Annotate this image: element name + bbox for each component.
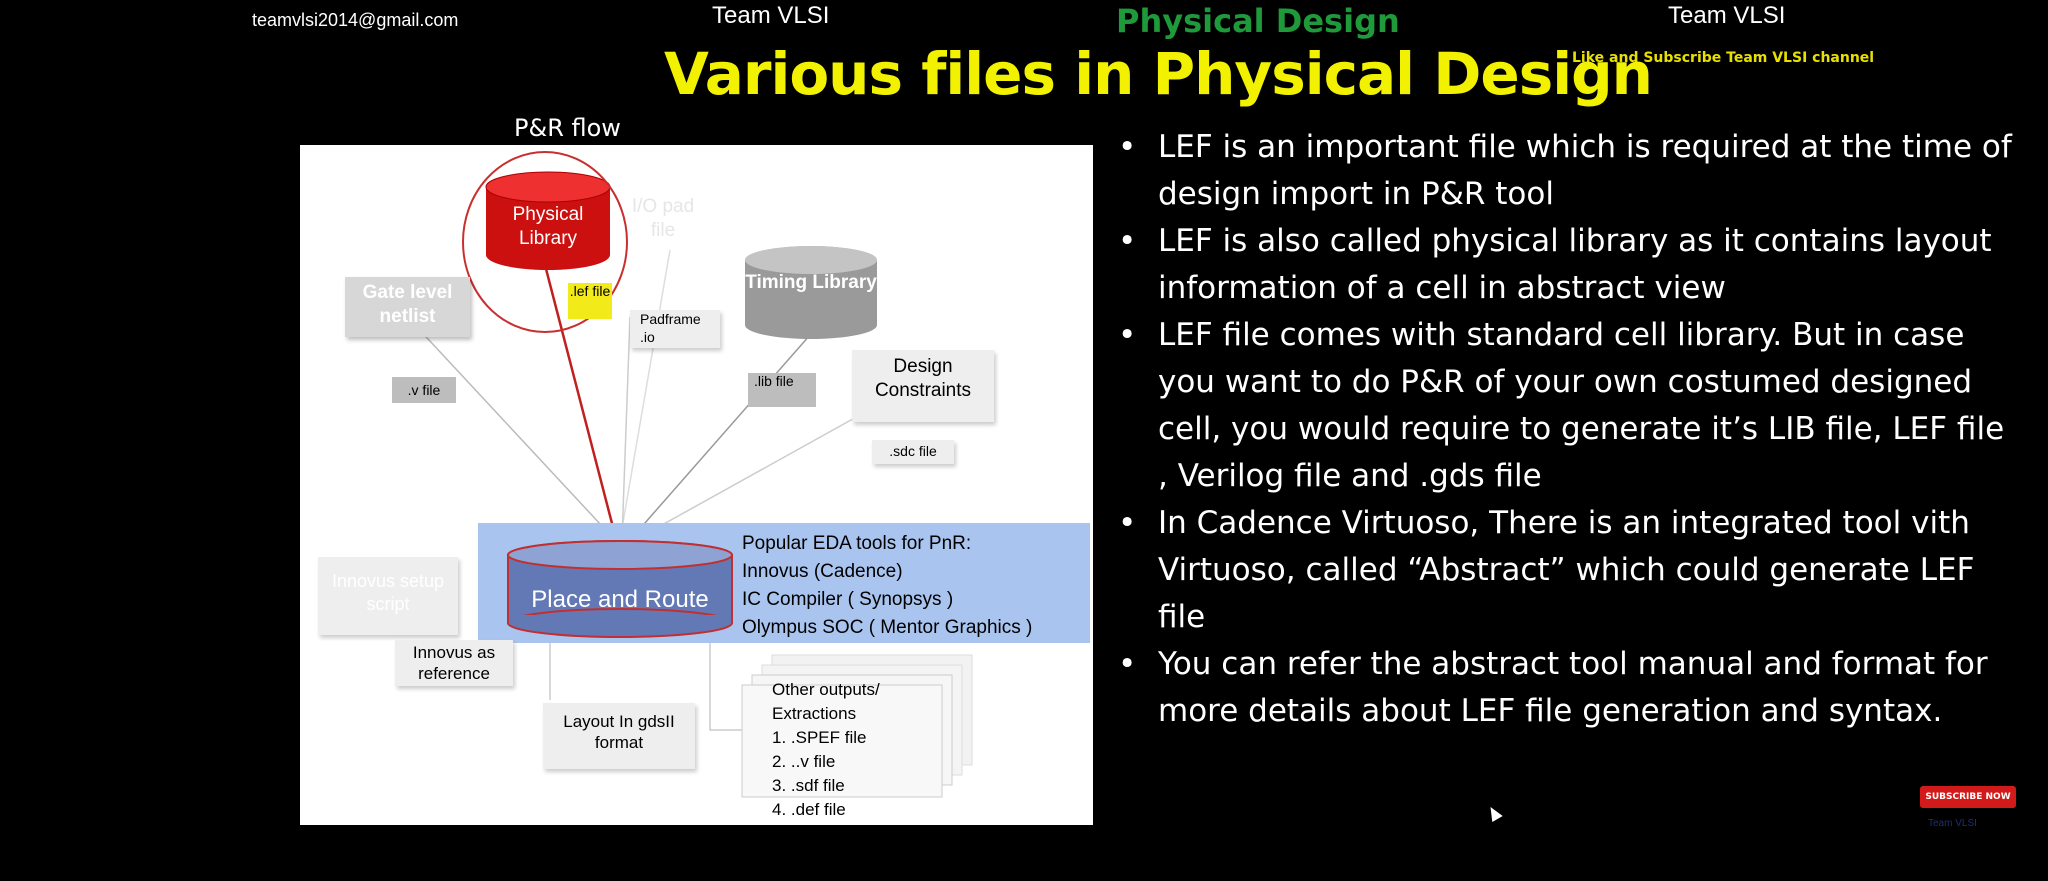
sdc-file-box	[872, 440, 954, 464]
physical-library: Physical Library	[512, 204, 584, 249]
team-name-left: Team VLSI	[712, 2, 830, 29]
pr-flow-diagram: Physical Library I/O pad file Gate level…	[300, 145, 1093, 825]
outputs-list: Other outputs/ Extractions 1. .SPEF file…	[772, 678, 962, 822]
subscribe-note: Like and Subscribe Team VLSI channel	[1572, 50, 1875, 66]
eda-tool-item: Olympus SOC ( Mentor Graphics )	[742, 617, 1033, 638]
eda-tools-heading: Popular EDA tools for PnR:	[742, 533, 972, 554]
email-address: teamvlsi2014@gmail.com	[252, 10, 459, 30]
bullet-item: You can refer the abstract tool manual a…	[1118, 641, 2018, 735]
sdc-file-tag: .sdc file	[889, 443, 937, 459]
io-pad-file: I/O pad file	[631, 196, 695, 241]
timing-library: Timing Library	[745, 272, 877, 293]
diagram-label: P&R flow	[514, 114, 621, 142]
eda-tool-item: Innovus (Cadence)	[742, 561, 903, 582]
topic-label: Physical Design	[1116, 2, 1400, 40]
design-constraints: Design Constraints	[874, 356, 972, 401]
eda-tools-list: Popular EDA tools for PnR: Innovus (Cade…	[742, 530, 1087, 642]
channel-logo: Team VLSI	[1928, 818, 1977, 829]
innovus-script-box	[318, 557, 458, 635]
bullet-item: LEF is also called physical library as i…	[1118, 218, 2018, 312]
bullet-item: LEF file comes with standard cell librar…	[1118, 312, 2018, 500]
output-item: 4. .def file	[772, 800, 846, 819]
design-constraints-box	[852, 350, 994, 422]
layout-box	[543, 703, 695, 769]
lef-file-tag: .lef file	[568, 283, 612, 319]
outputs-heading: Other outputs/ Extractions	[772, 680, 880, 723]
gate-level-netlist: Gate level netlist	[362, 282, 453, 327]
layout-label: Layout In gdsII format	[563, 712, 675, 753]
output-item: 2. ..v file	[772, 752, 836, 771]
diagram-connectors	[414, 151, 1090, 798]
v-file-tag: .v file	[392, 377, 456, 403]
innovus-script: Innovus setup script	[331, 571, 445, 614]
subscribe-button[interactable]: SUBSCRIBE NOW	[1920, 786, 2016, 808]
gate-level-netlist-box	[345, 277, 470, 337]
bullet-item: In Cadence Virtuoso, There is an integra…	[1118, 500, 2018, 641]
bullet-item: LEF is an important file which is requir…	[1118, 124, 2018, 218]
padframe-box	[630, 310, 720, 348]
slide-title: Various files in Physical Design	[664, 40, 1653, 108]
mouse-cursor-icon	[1485, 803, 1503, 823]
eda-tool-item: IC Compiler ( Synopsys )	[742, 589, 954, 610]
output-item: 3. .sdf file	[772, 776, 845, 795]
innovus-reference-box	[395, 640, 513, 686]
innovus-reference: Innovus as reference	[412, 643, 496, 684]
bullet-list: LEF is an important file which is requir…	[1118, 124, 2018, 735]
output-item: 1. .SPEF file	[772, 728, 867, 747]
lib-file-tag: .lib file	[748, 373, 816, 407]
place-and-route: Place and Route	[531, 586, 709, 613]
padframe-tag: Padframe .io	[640, 311, 701, 345]
team-name-right: Team VLSI	[1668, 2, 1786, 29]
